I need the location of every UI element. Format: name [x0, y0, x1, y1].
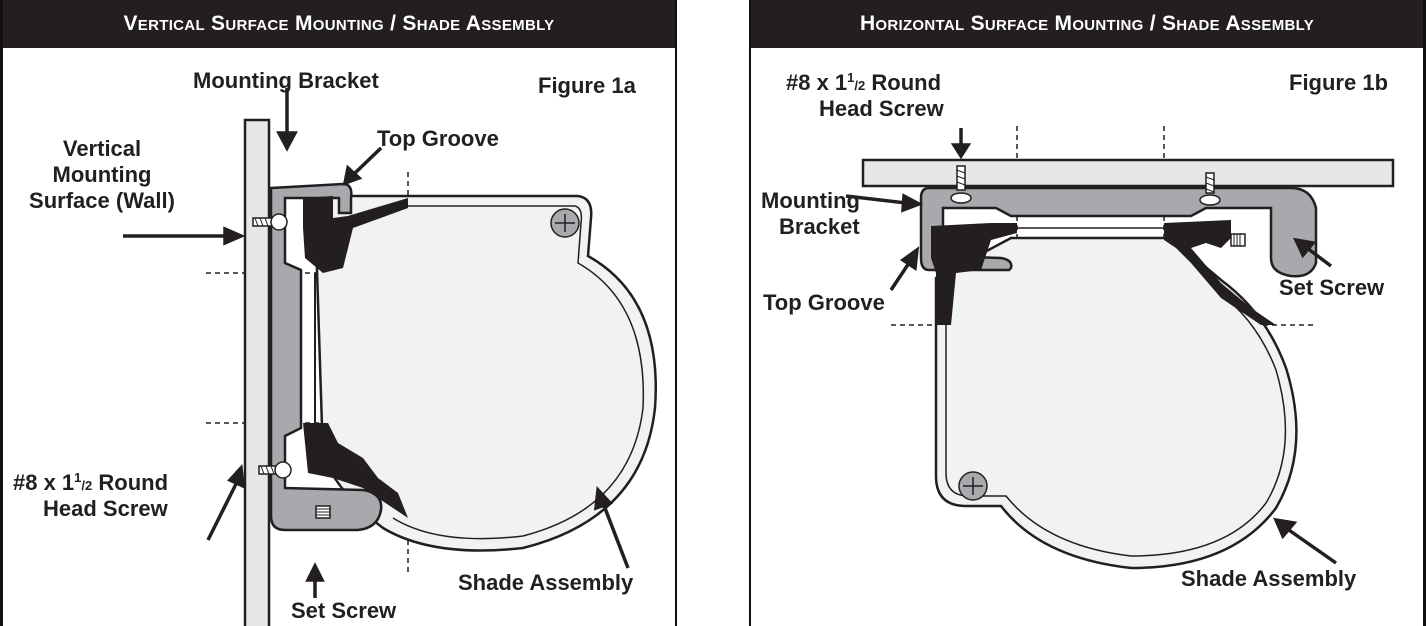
- top-extrusion: [303, 196, 408, 273]
- figure-label: Figure 1b: [1289, 70, 1388, 95]
- wall-screw-bottom-icon: [258, 461, 292, 479]
- shade-assembly-label: Shade Assembly: [458, 570, 634, 595]
- bottom-extrusion: [303, 423, 408, 518]
- panel-header: Horizontal Surface Mounting / Shade Asse…: [751, 0, 1423, 48]
- horizontal-mounting-diagram: #8 x 11/2 Round Head Screw Figure 1b Mou…: [761, 70, 1395, 591]
- panel-header: Vertical Surface Mounting / Shade Assemb…: [3, 0, 675, 48]
- wall-surface: [243, 118, 271, 626]
- set-screw-icon: [1230, 233, 1246, 247]
- vertical-surface-label-1: Vertical: [63, 136, 141, 161]
- set-screw-label: Set Screw: [291, 598, 397, 623]
- set-screw-label: Set Screw: [1279, 275, 1385, 300]
- screw-label-2: Head Screw: [819, 96, 945, 121]
- screw-label-1: #8 x 11/2 Round: [786, 70, 941, 95]
- screw-label-2: Head Screw: [43, 496, 169, 521]
- vertical-mounting-panel: Vertical Surface Mounting / Shade Assemb…: [0, 0, 677, 626]
- vertical-surface-label-2: Mounting: [53, 162, 152, 187]
- set-screw-icon: [315, 505, 331, 519]
- shade-assembly-label: Shade Assembly: [1181, 566, 1357, 591]
- ceiling-screw-right-icon: [1199, 172, 1221, 206]
- top-groove-label: Top Groove: [763, 290, 885, 315]
- mounting-bracket-label-2: Bracket: [779, 214, 860, 239]
- vertical-surface-label-3: Surface (Wall): [29, 188, 175, 213]
- top-groove-label: Top Groove: [377, 126, 499, 151]
- figure-label: Figure 1a: [538, 73, 637, 98]
- screw-label-1: #8 x 11/2 Round: [13, 470, 168, 495]
- ceiling-surface: [861, 158, 1395, 188]
- horizontal-mounting-panel: Horizontal Surface Mounting / Shade Asse…: [749, 0, 1426, 626]
- mounting-bracket-label-1: Mounting: [761, 188, 860, 213]
- mounting-bracket-label: Mounting Bracket: [193, 68, 379, 93]
- left-extrusion: [931, 223, 1017, 325]
- right-extrusion: [1164, 220, 1276, 325]
- callout-arrows: [845, 128, 1338, 565]
- wall-screw-top-icon: [252, 213, 288, 231]
- callout-arrows: [123, 88, 630, 598]
- shade-housing: [934, 236, 1298, 570]
- ceiling-screw-left-icon: [950, 165, 972, 204]
- mounting-bracket: [919, 186, 1318, 278]
- vertical-mounting-diagram: Mounting Bracket Figure 1a Top Groove Ve…: [13, 68, 657, 626]
